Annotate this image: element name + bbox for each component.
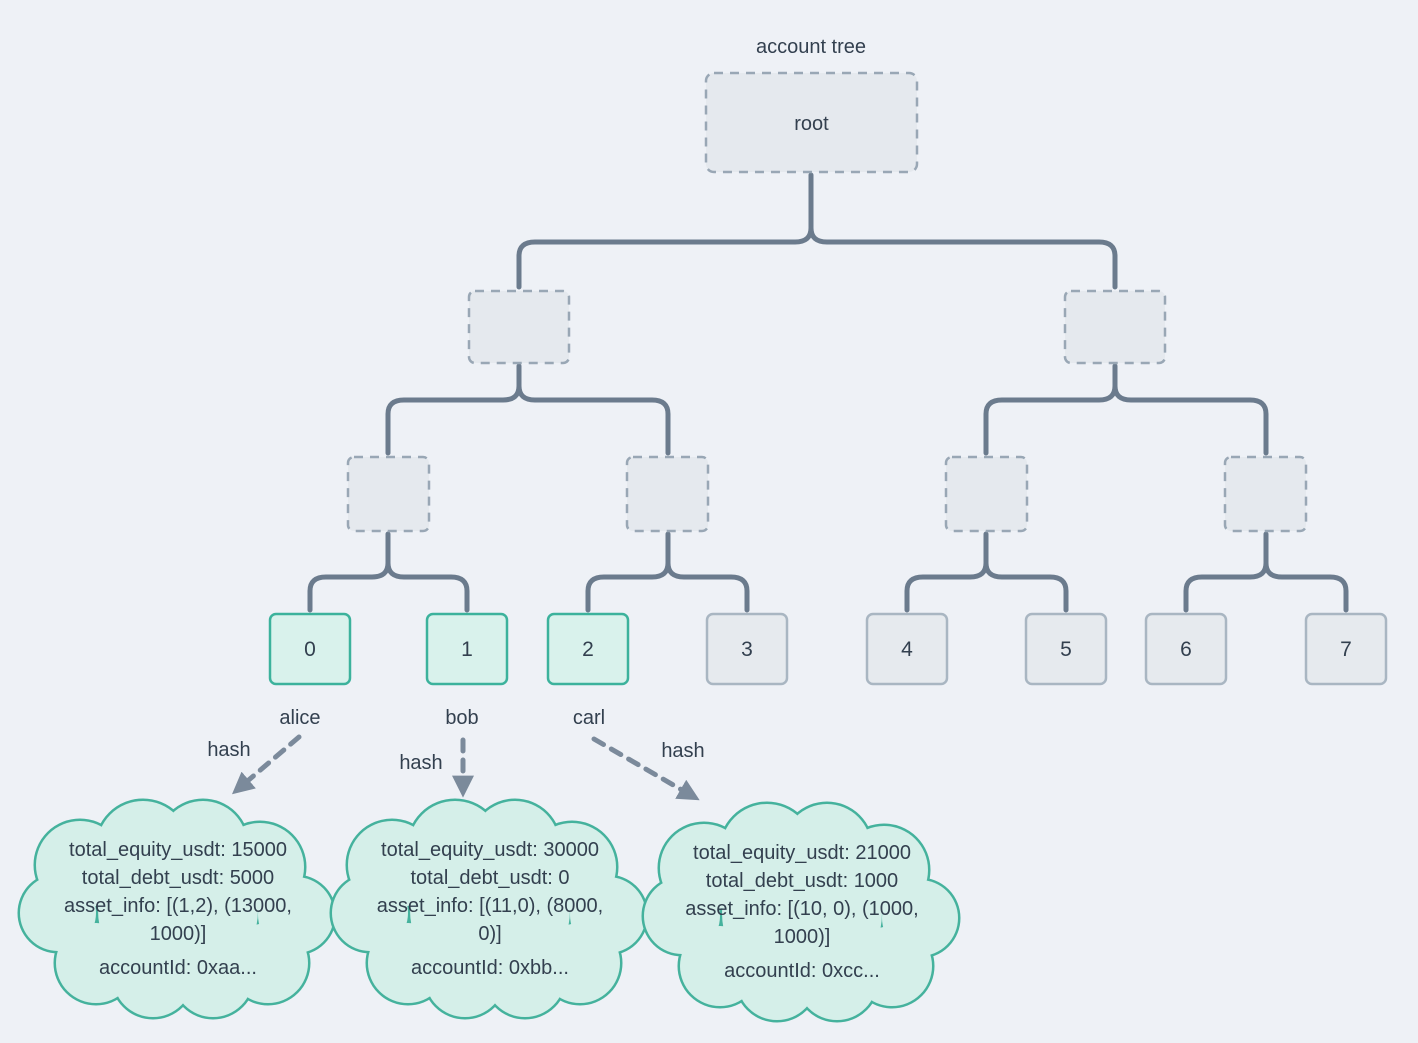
connector-l3-d <box>1183 531 1349 613</box>
cloud-line: asset_info: [(11,0), (8000, <box>377 895 603 917</box>
cloud-line: 1000)] <box>150 923 207 945</box>
leaf-node-4: 4 <box>865 612 949 686</box>
leaf-node-7-box <box>1304 612 1388 686</box>
connector-l3-b <box>585 531 750 613</box>
cloud-line: total_debt_usdt: 5000 <box>82 867 274 889</box>
leaf-node-0: 0 <box>268 612 352 686</box>
leaf-node-3: 3 <box>705 612 789 686</box>
account-cloud-bob: total_equity_usdt: 30000 total_debt_usdt… <box>332 801 646 1017</box>
hash-label-alice: hash <box>207 739 250 761</box>
diagram-title: account tree <box>756 36 866 58</box>
leaf-node-2: 2 <box>546 612 630 686</box>
account-cloud-alice: total_equity_usdt: 15000 total_debt_usdt… <box>20 801 334 1017</box>
cloud-line: 1000)] <box>774 926 831 948</box>
cloud-line: accountId: 0xbb... <box>411 957 569 979</box>
owner-label-carl: carl <box>573 707 605 729</box>
leaf-node-0-label: 0 <box>304 638 316 661</box>
cloud-line: total_equity_usdt: 21000 <box>693 842 911 864</box>
connector-l3-c <box>904 531 1069 613</box>
internal-node-b <box>625 455 710 533</box>
leaf-node-5: 5 <box>1024 612 1108 686</box>
leaf-node-7-label: 7 <box>1340 638 1352 661</box>
leaf-node-3-box <box>705 612 789 686</box>
cloud-line: total_equity_usdt: 15000 <box>69 839 287 861</box>
account-cloud-carl: total_equity_usdt: 21000 total_debt_usdt… <box>644 804 958 1020</box>
cloud-line: total_debt_usdt: 1000 <box>706 870 898 892</box>
connector-l2-left <box>385 363 671 456</box>
hash-arrow-alice <box>231 734 302 795</box>
leaf-node-6-box <box>1144 612 1228 686</box>
connector-l2-right <box>983 363 1269 456</box>
connector-l3-a <box>307 531 470 613</box>
leaf-node-4-label: 4 <box>901 638 913 661</box>
connector-root <box>516 172 1118 290</box>
leaf-node-5-label: 5 <box>1060 638 1072 661</box>
cloud-line: accountId: 0xcc... <box>724 960 880 982</box>
root-node: root <box>704 71 919 174</box>
hash-arrow-carl <box>591 736 700 801</box>
leaf-node-1-label: 1 <box>461 638 473 661</box>
root-node-label: root <box>794 113 829 135</box>
leaf-node-1-box <box>425 612 509 686</box>
internal-node-c <box>944 455 1029 533</box>
cloud-line: total_equity_usdt: 30000 <box>381 839 599 861</box>
internal-node-left <box>467 289 571 365</box>
cloud-line: asset_info: [(1,2), (13000, <box>64 895 292 917</box>
owner-label-alice: alice <box>279 707 320 729</box>
internal-node-a <box>346 455 431 533</box>
leaf-node-0-box <box>268 612 352 686</box>
leaf-node-4-box <box>865 612 949 686</box>
leaf-node-6-label: 6 <box>1180 638 1192 661</box>
leaf-node-6: 6 <box>1144 612 1228 686</box>
hash-label-bob: hash <box>399 752 442 774</box>
internal-node-right <box>1063 289 1167 365</box>
cloud-line: total_debt_usdt: 0 <box>410 867 569 889</box>
owner-label-bob: bob <box>445 707 478 729</box>
tree-connectors <box>307 172 1349 613</box>
leaf-node-2-label: 2 <box>582 638 594 661</box>
leaf-node-2-box <box>546 612 630 686</box>
cloud-line: accountId: 0xaa... <box>99 957 257 979</box>
internal-node-d <box>1223 455 1308 533</box>
root-node-box <box>704 71 919 174</box>
leaf-node-5-box <box>1024 612 1108 686</box>
leaf-node-7: 7 <box>1304 612 1388 686</box>
leaf-node-1: 1 <box>425 612 509 686</box>
leaf-node-3-label: 3 <box>741 638 753 661</box>
cloud-line: 0)] <box>478 923 501 945</box>
cloud-line: asset_info: [(10, 0), (1000, <box>685 898 918 920</box>
hash-label-carl: hash <box>661 740 704 762</box>
